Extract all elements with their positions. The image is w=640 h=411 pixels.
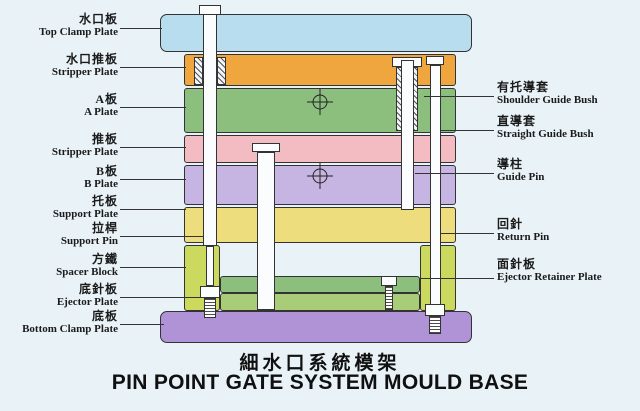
label-zh: 直導套 (497, 114, 537, 128)
label-zh: 底板 (91, 309, 118, 323)
leader-return-pin (441, 233, 494, 234)
leader-guide-pin (415, 173, 494, 174)
label-en: Support Pin (60, 235, 118, 247)
label-zh: 回針 (497, 217, 524, 231)
diagram-title-en: PIN POINT GATE SYSTEM MOULD BASE (111, 371, 529, 394)
label-en: Top Clamp Plate (38, 26, 118, 38)
label-zh: 底針板 (78, 282, 118, 296)
support-pin-body (203, 14, 217, 246)
label-spacer-block: 方鐵 Spacer Block (0, 252, 118, 279)
label-en: B Plate (84, 178, 118, 190)
label-stripper-plate-top: 水口推板 Stripper Plate (0, 52, 118, 79)
label-en: Straight Guide Bush (497, 128, 594, 140)
label-bottom-clamp-plate: 底板 Bottom Clamp Plate (0, 309, 118, 336)
label-zh: A板 (95, 92, 118, 106)
label-en: A Plate (84, 106, 118, 118)
label-b-plate: B板 B Plate (0, 164, 118, 191)
diagram-title-zh: 細水口系統模架 (239, 353, 401, 374)
label-support-plate: 托板 Support Plate (0, 194, 118, 221)
leader-straight-guide-bush (441, 130, 494, 131)
leader-a-plate (120, 107, 186, 108)
leader-b-plate (120, 179, 186, 180)
label-straight-guide-bush: 直導套 Straight Guide Bush (497, 114, 640, 141)
return-pin-bolt-thread (429, 316, 441, 334)
shoulder-bush-hatch-right (217, 57, 226, 85)
label-zh: 水口板 (78, 12, 118, 26)
label-zh: 導柱 (497, 157, 524, 171)
leader-stripper-plate (120, 147, 186, 148)
label-zh: 水口推板 (65, 52, 118, 66)
leader-ejector-retainer-plate (420, 278, 494, 279)
label-top-clamp-plate: 水口板 Top Clamp Plate (0, 12, 118, 39)
support-pin-rod (206, 246, 214, 286)
label-en: Shoulder Guide Bush (497, 94, 598, 106)
center-pillar-body (257, 152, 275, 310)
label-en: Ejector Retainer Plate (497, 271, 602, 283)
leader-shoulder-guide-bush (424, 96, 494, 97)
label-zh: 面針板 (497, 257, 537, 271)
label-en: Spacer Block (56, 266, 118, 278)
label-en: Support Plate (52, 208, 118, 220)
label-en: Stripper Plate (51, 146, 118, 158)
label-en: Bottom Clamp Plate (22, 323, 118, 335)
label-guide-pin: 導柱 Guide Pin (497, 157, 640, 184)
label-ejector-plate: 底針板 Ejector Plate (0, 282, 118, 309)
return-pin-cap (426, 56, 444, 65)
center-pillar-head (252, 143, 280, 152)
leader-top-clamp-plate (120, 28, 162, 29)
center-mark-icon (307, 163, 333, 189)
label-en: Ejector Plate (56, 296, 118, 308)
label-en: Stripper Plate (51, 66, 118, 78)
ejector-bolt-head (381, 276, 397, 286)
leader-support-plate (120, 209, 186, 210)
label-zh: 方鐵 (91, 252, 118, 266)
ejector-bolt-thread (385, 286, 393, 310)
label-en: Guide Pin (497, 171, 545, 183)
label-stripper-plate: 推板 Stripper Plate (0, 132, 118, 159)
label-return-pin: 回針 Return Pin (497, 217, 640, 244)
leader-support-pin (120, 236, 203, 237)
label-shoulder-guide-bush: 有托導套 Shoulder Guide Bush (497, 80, 640, 107)
plate-stripper (184, 135, 456, 163)
leader-spacer-block (120, 267, 186, 268)
label-a-plate: A板 A Plate (0, 92, 118, 119)
guide-pin-body (401, 60, 414, 210)
leader-bottom-clamp-plate (120, 324, 164, 325)
support-pin-bolt-thread (204, 298, 216, 318)
label-zh: 拉桿 (91, 221, 118, 235)
label-zh: B板 (95, 164, 118, 178)
leader-ejector-plate (120, 297, 219, 298)
leader-stripper-plate-top (120, 67, 186, 68)
label-zh: 托板 (91, 194, 118, 208)
label-support-pin: 拉桿 Support Pin (0, 221, 118, 248)
plate-support (184, 207, 456, 243)
return-pin-bolt-head (425, 304, 445, 316)
return-pin-body (430, 65, 441, 310)
center-mark-icon (307, 89, 333, 115)
label-ejector-retainer-plate: 面針板 Ejector Retainer Plate (497, 257, 640, 284)
shoulder-bush-hatch-left (194, 57, 203, 85)
label-zh: 有托導套 (497, 80, 550, 94)
label-en: Return Pin (497, 231, 550, 243)
label-zh: 推板 (91, 132, 118, 146)
